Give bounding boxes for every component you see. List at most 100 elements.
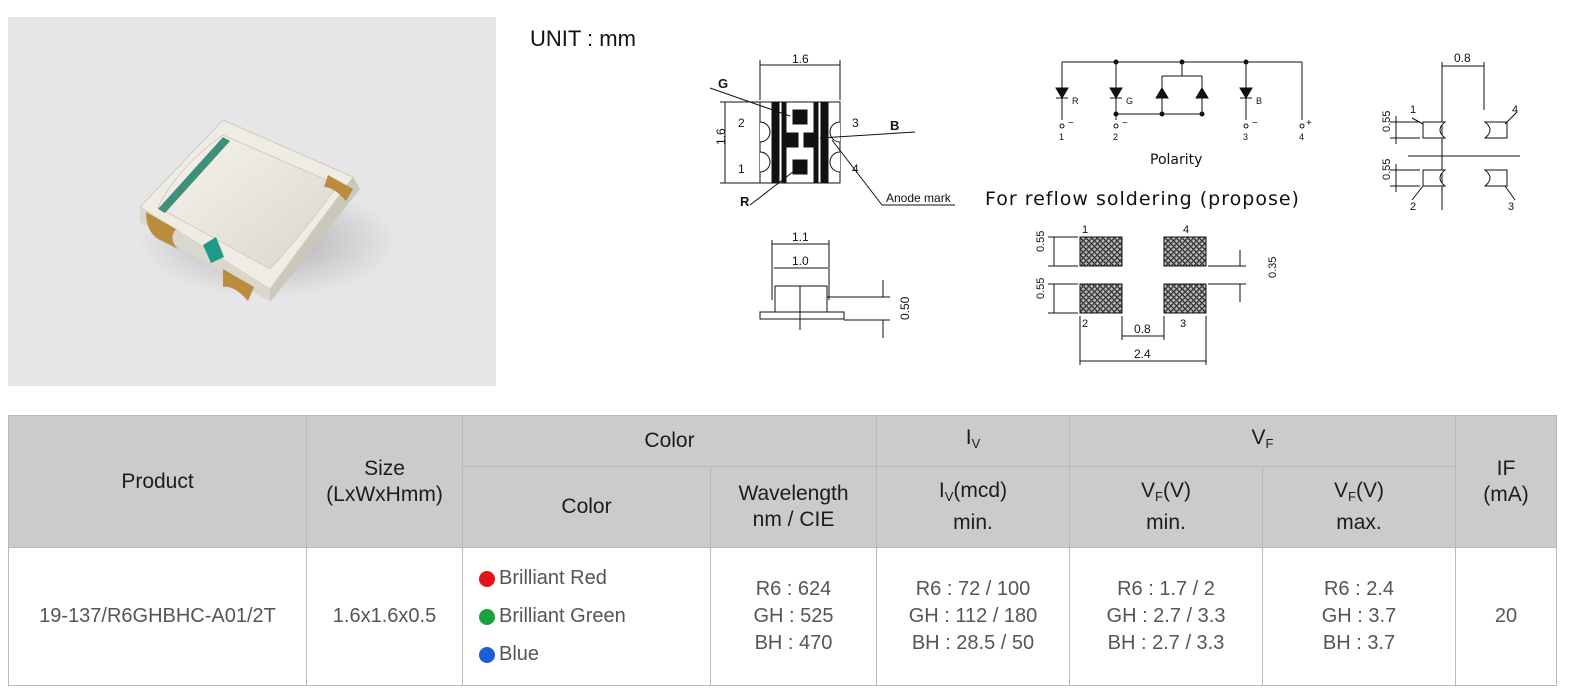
header-iv-mcd: IV(mcd) min. [876, 466, 1070, 548]
pin-g-label: G [718, 76, 728, 91]
circuit-node-2: 2 [1113, 132, 1118, 142]
pad-height-2: 0.55 [1035, 278, 1047, 299]
header-iv-mcd-sub: V [944, 489, 954, 504]
polarity-circuit: R G B − − − + 1 2 3 4 Polarity [1055, 59, 1312, 168]
header-iv-min: min. [953, 511, 993, 534]
vf-max-r6: R6 : 2.4 [1323, 578, 1395, 600]
header-iv-sub: V [971, 436, 981, 451]
led-package-image [138, 119, 398, 302]
header-wavelength-line2: nm / CIE [752, 508, 835, 531]
cell-vf-max: R6 : 2.4 GH : 3.7 BH : 3.7 [1262, 547, 1456, 686]
vf-min-bh: BH : 2.7 / 3.3 [1107, 632, 1225, 654]
header-vf-sub: F [1265, 436, 1274, 451]
pad-4: 4 [1183, 224, 1189, 236]
top-width-label: 1.6 [792, 52, 809, 66]
header-color-group: Color [462, 415, 877, 467]
circuit-node-1: 1 [1059, 132, 1064, 142]
green-dot-icon [479, 608, 495, 625]
side-inner-label: 1.0 [792, 254, 809, 268]
bottom-pin1: 1 [1410, 104, 1416, 116]
bottom-view-drawing: 0.8 0.55 0.55 1 4 2 3 [1381, 51, 1520, 213]
header-size: Size (LxWxHmm) [306, 415, 463, 548]
circuit-b: B [1256, 96, 1262, 106]
color-name-green: Brilliant Green [499, 605, 626, 627]
spec-table: Product Size (LxWxHmm) Color IV VF IF (m… [8, 415, 1557, 686]
circuit-minus-3: − [1252, 118, 1258, 129]
pad-1: 1 [1082, 224, 1088, 236]
red-dot-icon [479, 570, 495, 587]
bottom-pin2: 2 [1410, 201, 1416, 213]
header-wavelength: Wavelength nm / CIE [710, 466, 877, 548]
polarity-label: Polarity [1150, 152, 1202, 168]
header-vf-min-label: min. [1146, 511, 1186, 534]
header-vf-main: V [1251, 426, 1266, 449]
circuit-r: R [1072, 96, 1079, 106]
cell-if: 20 [1455, 547, 1557, 686]
iv-r6: R6 : 72 / 100 [915, 578, 1031, 600]
reflow-title: For reflow soldering (propose) [985, 188, 1300, 210]
color-name-blue: Blue [499, 643, 540, 665]
header-size-line1: Size [364, 456, 405, 480]
header-vf-min-unit: (V) [1162, 479, 1191, 502]
pad-inner-label: 0.8 [1134, 322, 1151, 336]
pad-3: 3 [1180, 318, 1186, 330]
top-pin3: 3 [852, 116, 859, 130]
header-iv-mcd-unit: (mcd) [953, 479, 1008, 502]
header-iv: IV [876, 415, 1070, 467]
header-iv-main: I [965, 426, 972, 449]
pad-gap-label: 0.35 [1267, 257, 1279, 278]
iv-gh: GH : 112 / 180 [908, 605, 1038, 627]
cell-product: 19-137/R6GHBHC-A01/2T [8, 547, 307, 686]
wavelength-r6: R6 : 624 [755, 578, 832, 600]
header-color: Color [462, 466, 711, 548]
circuit-node-4: 4 [1299, 132, 1304, 142]
vf-min-r6: R6 : 1.7 / 2 [1117, 578, 1215, 600]
side-view-drawing: 1.1 1.0 0.50 [759, 230, 912, 338]
header-if-line2: (mA) [1483, 482, 1529, 506]
header-if: IF (mA) [1455, 415, 1557, 548]
solder-pad-layout: 1 4 2 3 0.55 0.55 0.35 0.8 2.4 [1035, 224, 1279, 365]
cell-iv: R6 : 72 / 100 GH : 112 / 180 BH : 28.5 /… [876, 547, 1070, 686]
color-item-blue: Blue [479, 636, 709, 674]
cell-wavelength: R6 : 624 GH : 525 BH : 470 [710, 547, 877, 686]
pad-2: 2 [1082, 318, 1088, 330]
vf-max-gh: GH : 3.7 [1321, 605, 1397, 627]
wavelength-bh: BH : 470 [754, 632, 833, 654]
header-size-line2: (LxWxHmm) [326, 482, 443, 506]
bottom-height-1: 0.55 [1381, 111, 1393, 132]
circuit-node-3: 3 [1243, 132, 1248, 142]
header-vf: VF [1069, 415, 1456, 467]
table-row: 19-137/R6GHBHC-A01/2T 1.6x1.6x0.5 Brilli… [8, 547, 1557, 686]
header-product: Product [8, 415, 307, 548]
wavelength-gh: GH : 525 [753, 605, 834, 627]
top-pin1: 1 [738, 162, 745, 176]
top-height-label: 1.6 [714, 128, 728, 145]
header-vf-max-unit: (V) [1355, 479, 1384, 502]
header-if-line1: IF [1496, 456, 1516, 480]
circuit-minus-2: − [1122, 118, 1128, 129]
side-outer-label: 1.1 [792, 230, 809, 244]
top-view-drawing: 1.6 1.6 2 1 3 4 G B R Anode mark [709, 52, 955, 209]
bottom-pin3: 3 [1508, 201, 1514, 213]
header-vf-min: VF(V) min. [1069, 466, 1263, 548]
color-item-red: Brilliant Red [479, 560, 709, 598]
vf-max-bh: BH : 3.7 [1322, 632, 1396, 654]
top-pin2: 2 [738, 116, 745, 130]
header-wavelength-line1: Wavelength [738, 482, 849, 505]
vf-min-gh: GH : 2.7 / 3.3 [1106, 605, 1226, 627]
pin-b-label: B [890, 118, 899, 133]
product-photo [8, 17, 496, 386]
iv-bh: BH : 28.5 / 50 [911, 632, 1035, 654]
header-vf-min-main: V [1141, 479, 1156, 502]
header-vf-max-main: V [1334, 479, 1349, 502]
cell-size: 1.6x1.6x0.5 [306, 547, 463, 686]
circuit-g: G [1126, 96, 1133, 106]
header-vf-max-sub: F [1348, 489, 1356, 504]
circuit-minus-1: − [1068, 118, 1074, 129]
bottom-pin4: 4 [1512, 104, 1518, 116]
header-vf-max-label: max. [1336, 511, 1382, 534]
color-item-green: Brilliant Green [479, 598, 709, 636]
header-iv-mcd-main: I [938, 479, 945, 502]
pad-total-label: 2.4 [1134, 347, 1151, 361]
cell-vf-min: R6 : 1.7 / 2 GH : 2.7 / 3.3 BH : 2.7 / 3… [1069, 547, 1263, 686]
